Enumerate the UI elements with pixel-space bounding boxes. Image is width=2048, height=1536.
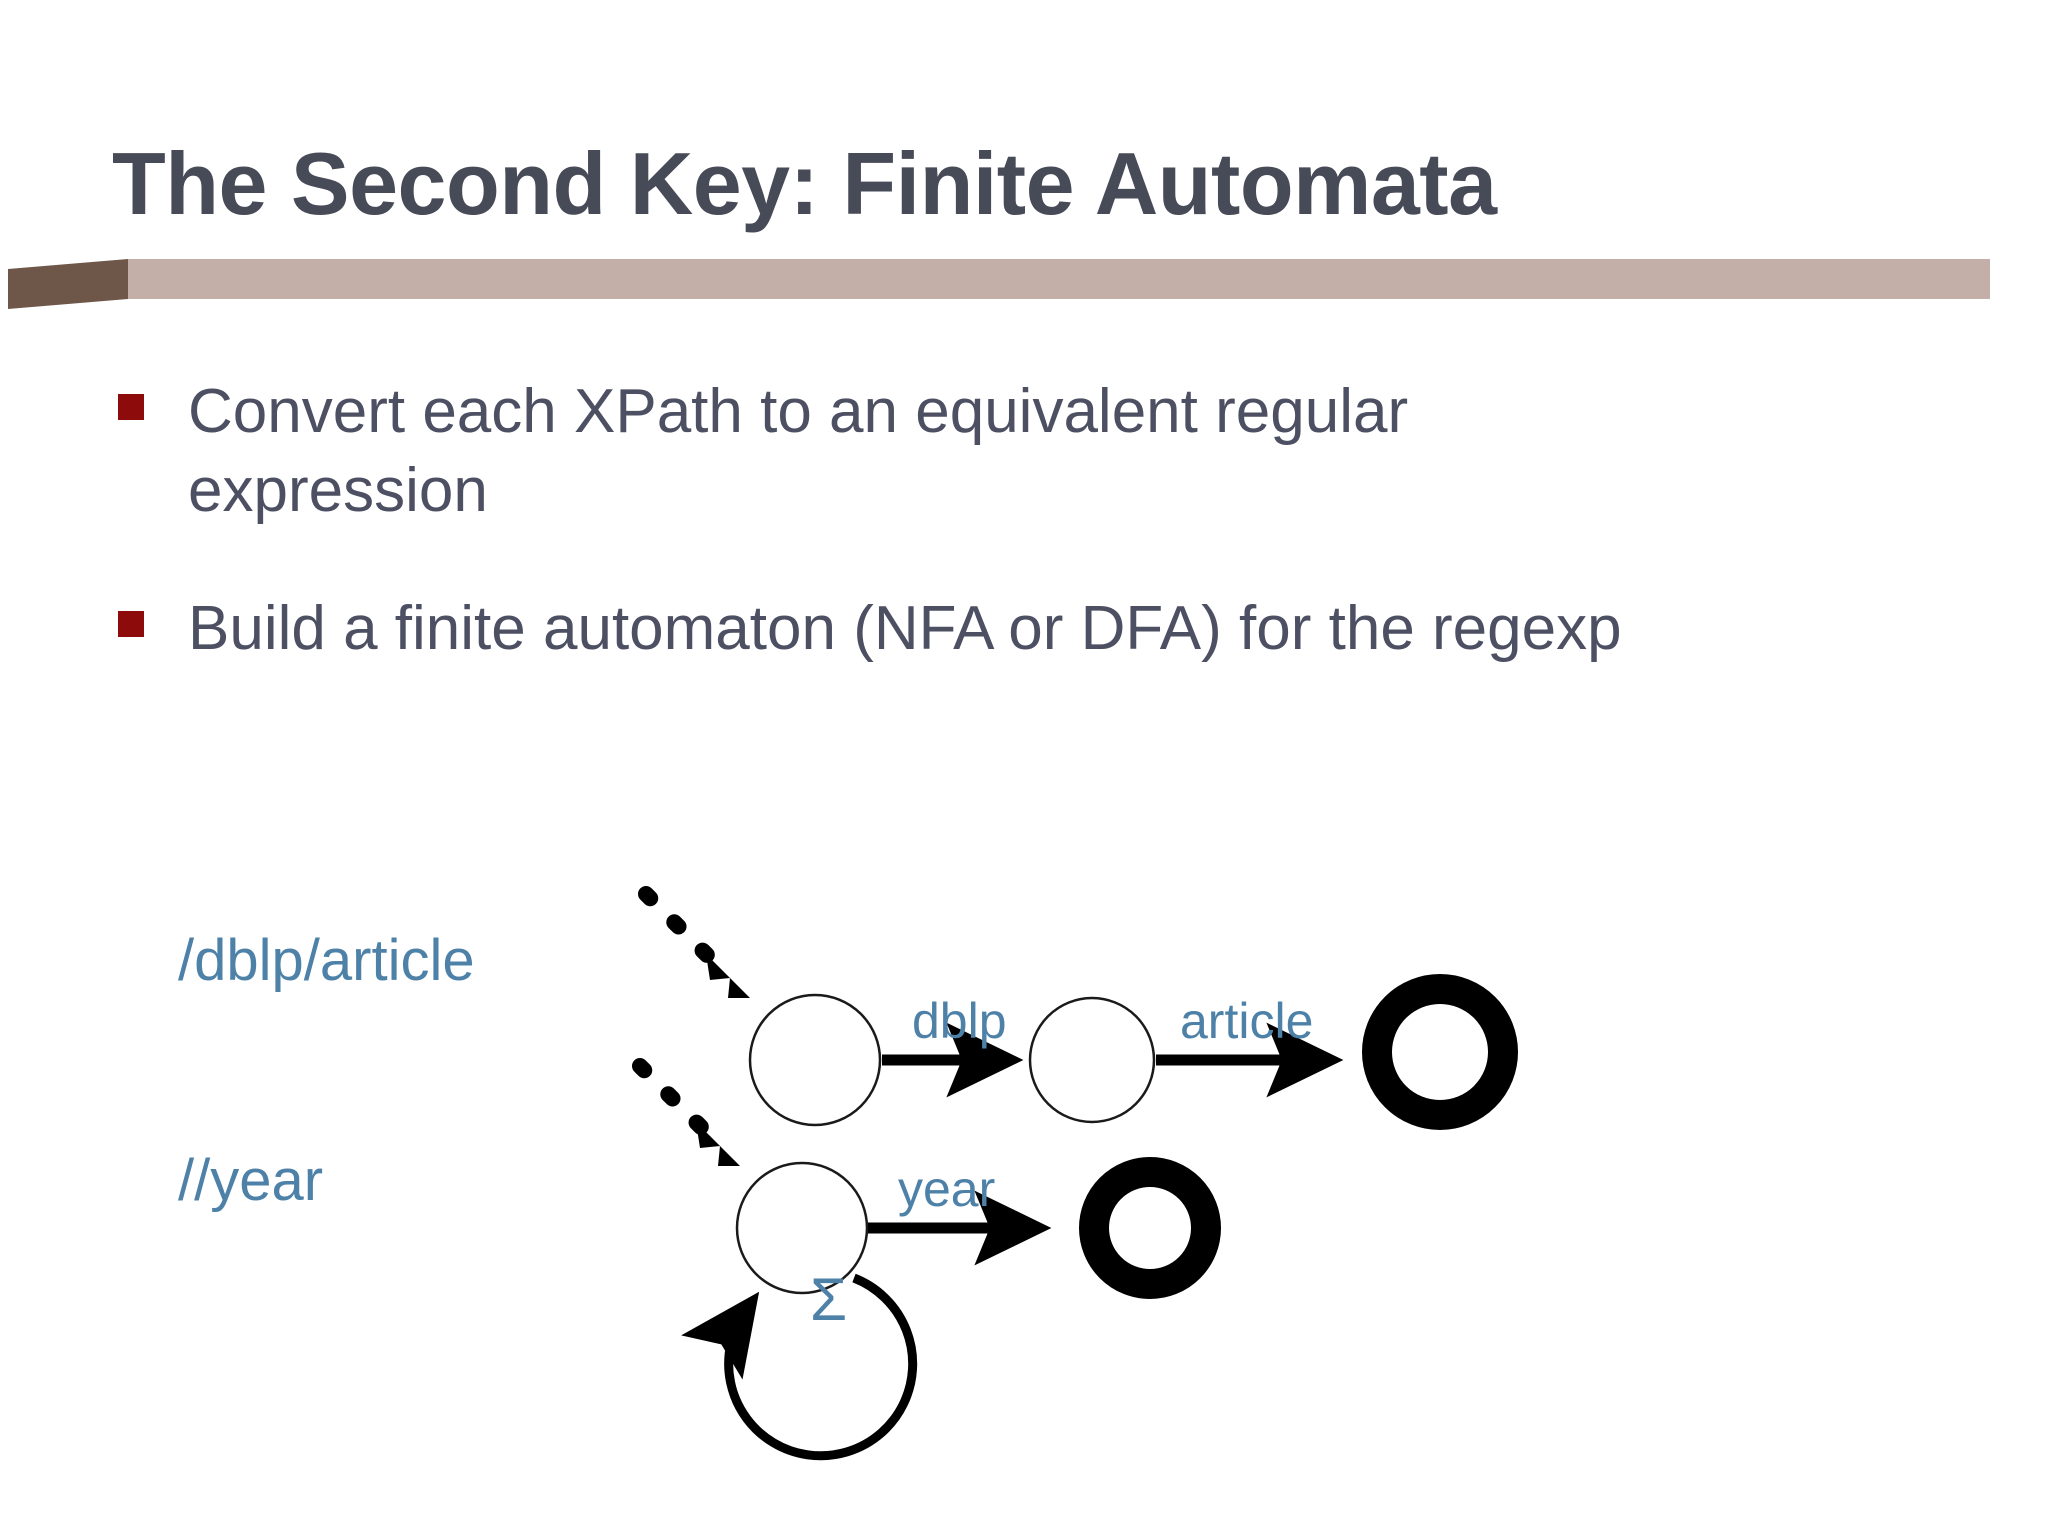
- state-middle-row1: [1028, 996, 1156, 1124]
- start-arrow-row1: [638, 886, 750, 998]
- square-bullet-icon: [118, 394, 144, 420]
- list-item: Convert each XPath to an equivalent regu…: [118, 372, 1938, 531]
- edge-label-article: article: [1180, 993, 1313, 1049]
- edge-label-year: year: [898, 1161, 995, 1217]
- bullet-text: Build a finite automaton (NFA or DFA) fo…: [188, 593, 1622, 663]
- square-bullet-icon: [118, 610, 144, 637]
- self-loop-sigma: [681, 1273, 918, 1461]
- automata-diagram: /dblp/article dblp article //year year Σ: [150, 880, 1950, 1480]
- xpath-label-dblp-article: /dblp/article: [178, 928, 475, 993]
- state-start-row2: [735, 1161, 869, 1295]
- xpath-label-year: //year: [178, 1148, 323, 1213]
- state-start-row1: [748, 993, 882, 1127]
- state-accepting-row1: [1362, 974, 1518, 1130]
- bullet-text: Convert each XPath to an equivalent regu…: [188, 377, 1409, 526]
- automata-svg: /dblp/article dblp article //year year Σ: [178, 886, 1518, 1461]
- accent-bar-tab: [8, 259, 128, 309]
- edge-label-sigma: Σ: [810, 1266, 847, 1333]
- state-accepting-row2: [1079, 1157, 1221, 1299]
- edge-label-dblp: dblp: [912, 993, 1007, 1049]
- page-title: The Second Key: Finite Automata: [112, 134, 1497, 233]
- list-item: Build a finite automaton (NFA or DFA) fo…: [118, 589, 1938, 668]
- accent-bar-body: [128, 259, 1990, 299]
- bullet-list: Convert each XPath to an equivalent regu…: [118, 372, 1938, 726]
- title-accent-bar: [8, 259, 1990, 309]
- start-arrow-row2: [632, 1058, 740, 1166]
